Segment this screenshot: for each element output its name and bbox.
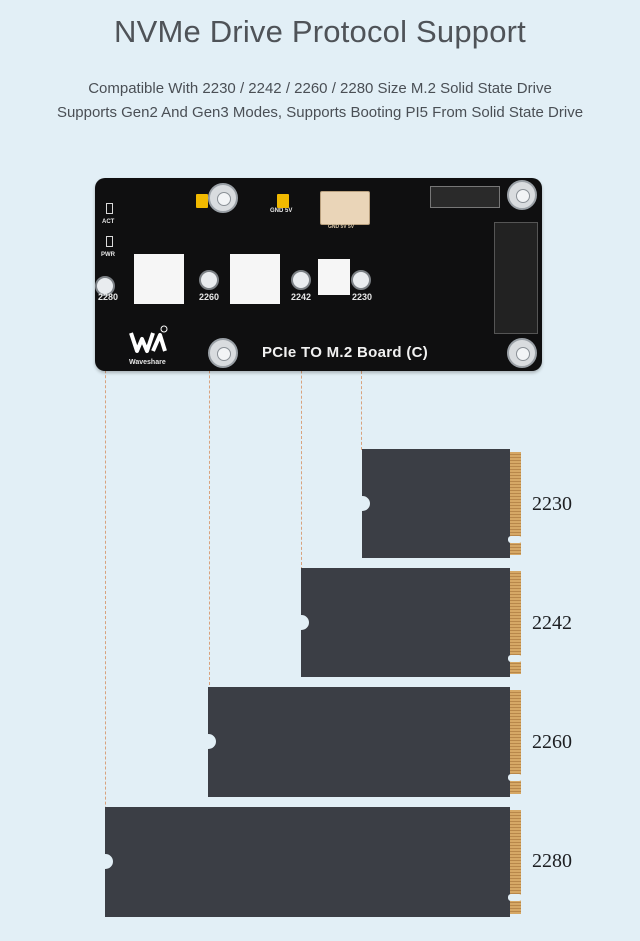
ssd-2260 xyxy=(201,687,510,797)
board-mount-hole-top-left xyxy=(208,183,238,213)
pwr-label: PWR xyxy=(101,252,115,258)
act-led-icon xyxy=(106,203,113,214)
board-cutout-1 xyxy=(134,254,184,304)
ssd-2280 xyxy=(98,807,510,917)
brand-label: Waveshare xyxy=(129,359,166,366)
page-title: NVMe Drive Protocol Support xyxy=(113,14,526,49)
board-mount-hole-bottom-right xyxy=(507,338,537,368)
mount-label-2260: 2260 xyxy=(199,292,220,302)
mount-hole-2280 xyxy=(95,276,115,296)
connector-label: GND 5V 5V xyxy=(328,224,355,230)
pcie-fpc-connector xyxy=(430,186,500,208)
guide-line-2280 xyxy=(105,300,106,905)
guide-line-2242 xyxy=(301,300,302,570)
power-jumper-pin xyxy=(277,194,289,208)
ssd-2280-contacts xyxy=(508,810,522,914)
ssd-2230 xyxy=(355,449,510,558)
pwr-led-icon xyxy=(106,236,113,247)
power-jumper xyxy=(196,194,208,208)
board-cutout-2 xyxy=(230,254,280,304)
waveshare-logo-icon xyxy=(129,325,168,353)
board-cutout-3 xyxy=(318,259,350,295)
mount-hole-2242 xyxy=(291,270,311,290)
power-connector xyxy=(320,191,370,225)
ssd-2242 xyxy=(294,568,510,677)
ssd-2230-screw-notch xyxy=(355,496,370,511)
ssd-label-2230: 2230 xyxy=(532,493,572,515)
mount-hole-2230 xyxy=(351,270,371,290)
m2-slot-connector xyxy=(494,222,538,334)
guide-line-2260 xyxy=(209,300,210,690)
ssd-2260-screw-notch xyxy=(201,734,216,749)
ssd-label-2280: 2280 xyxy=(532,850,572,872)
ssd-2230-contacts xyxy=(508,452,522,555)
board-mount-hole-top-right xyxy=(507,180,537,210)
jumper-label: GND 5V xyxy=(270,208,293,214)
mount-label-2280: 2280 xyxy=(98,292,119,302)
ssd-label-2260: 2260 xyxy=(532,731,572,753)
mount-label-2242: 2242 xyxy=(291,292,312,302)
ssd-2242-contacts xyxy=(508,571,522,674)
mount-label-2230: 2230 xyxy=(352,292,373,302)
board-mount-hole-bottom-left xyxy=(208,338,238,368)
ssd-2260-contacts xyxy=(508,690,522,794)
board-name: PCIe TO M.2 Board (C) xyxy=(262,344,429,361)
ssd-2280-screw-notch xyxy=(98,854,113,869)
subtitle-line-1: Compatible With 2230 / 2242 / 2260 / 228… xyxy=(88,80,552,97)
ssd-label-2242: 2242 xyxy=(532,612,572,634)
mount-hole-2260 xyxy=(199,270,219,290)
act-label: ACT xyxy=(102,219,115,225)
ssd-2242-screw-notch xyxy=(294,615,309,630)
subtitle-line-2: Supports Gen2 And Gen3 Modes, Supports B… xyxy=(56,104,584,121)
guide-line-2230 xyxy=(361,300,362,450)
